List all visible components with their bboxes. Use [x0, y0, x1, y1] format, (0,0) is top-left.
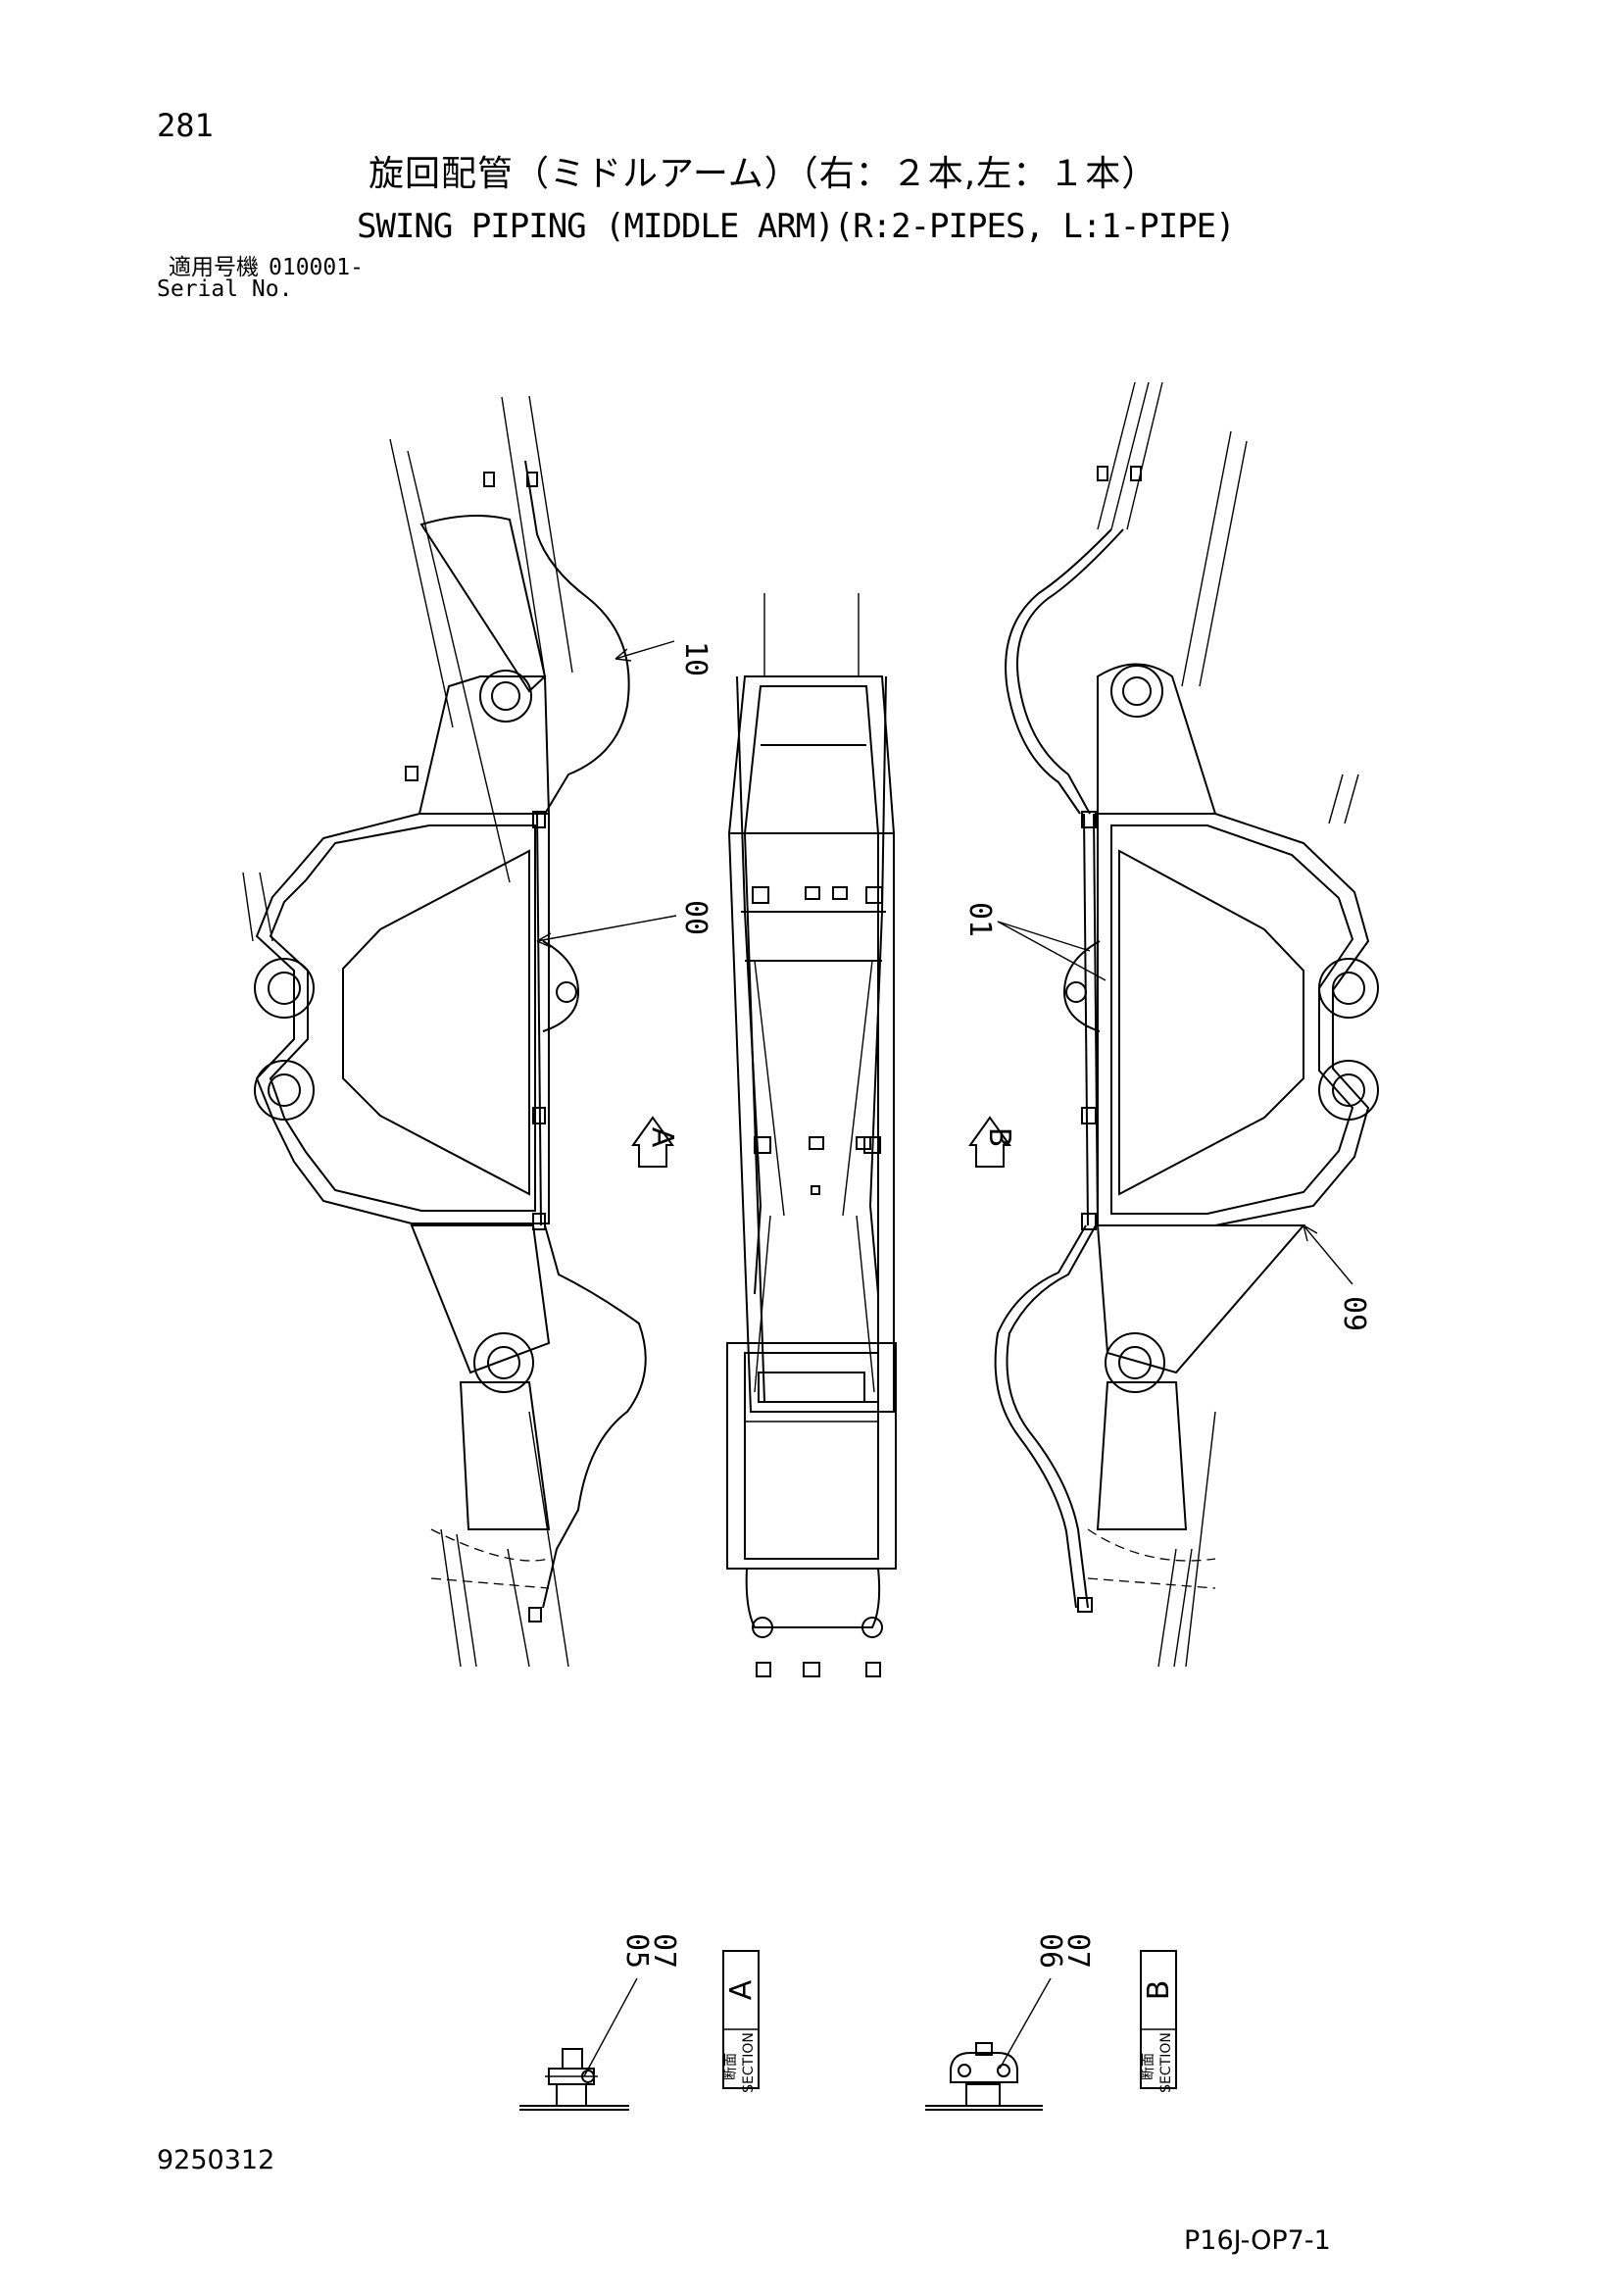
view-letter-a: A — [645, 1127, 679, 1148]
serial-number-value: 010001- — [269, 255, 364, 280]
serial-label-english: Serial No. — [157, 276, 293, 302]
callout-label-00: 00 — [678, 900, 713, 935]
view-arrow-a: A — [631, 1116, 679, 1168]
document-number: 9250312 — [157, 2145, 275, 2175]
callout-label-01: 01 — [962, 902, 997, 937]
title-english: SWING PIPING (MIDDLE ARM)(R:2-PIPES, L:1… — [357, 207, 1236, 246]
callout-label-09: 09 — [1337, 1296, 1371, 1331]
serial-label-japanese: 適用号機 — [169, 255, 259, 280]
callout-label-07-b: 07 — [1060, 1933, 1095, 1969]
view-letter-b: B — [982, 1127, 1016, 1148]
left-arm-view — [242, 395, 647, 1668]
section-letter-a: A — [724, 1979, 759, 2000]
section-a-detail: 05 07 A 断面 SECTION — [519, 1933, 760, 2111]
section-b-detail: 06 07 B 断面 SECTION — [925, 1933, 1177, 2111]
callout-09: 09 — [1303, 1224, 1371, 1331]
center-top-view — [726, 593, 897, 1677]
section-jp-label-a: 断面 — [723, 2053, 739, 2080]
callout-label-10: 10 — [678, 641, 713, 676]
drawing-code: P16J-OP7-1 — [1184, 2225, 1331, 2256]
title-japanese: 旋回配管（ミドルアーム）（右：２本,左：１本） — [369, 154, 1158, 194]
callout-10: 10 — [615, 640, 713, 676]
callout-label-05: 05 — [619, 1933, 654, 1969]
callout-00: 00 — [536, 900, 713, 948]
section-jp-label-b: 断面 — [1141, 2053, 1156, 2080]
callout-label-07-a: 07 — [647, 1933, 681, 1969]
section-en-label-b: SECTION — [1158, 2032, 1174, 2093]
section-en-label-a: SECTION — [741, 2032, 757, 2093]
section-letter-b: B — [1142, 1980, 1176, 2001]
callout-01: 01 — [962, 902, 1107, 981]
callout-label-06: 06 — [1033, 1933, 1067, 1969]
right-arm-view — [994, 381, 1379, 1668]
page-number: 281 — [157, 107, 214, 144]
view-arrow-b: B — [968, 1116, 1016, 1168]
